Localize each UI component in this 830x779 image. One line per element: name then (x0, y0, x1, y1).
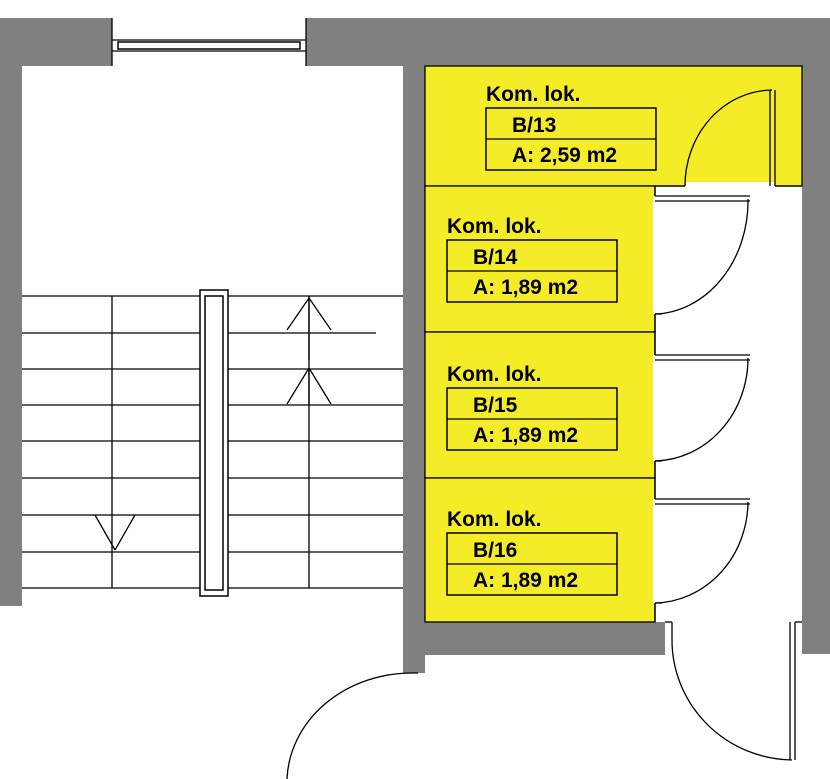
stair-handrail-inner (204, 295, 224, 591)
door-b14 (654, 195, 750, 315)
wall-right (802, 18, 830, 654)
door-b13 (684, 89, 776, 187)
room-b15-area: A: 1,89 m2 (473, 424, 578, 447)
door-stair-exit (286, 672, 418, 779)
room-b15 (424, 331, 656, 479)
room-b16-area: A: 1,89 m2 (473, 569, 578, 592)
arrow-down-icon (94, 514, 116, 551)
wall-bottom-left-stub (403, 650, 425, 673)
room-b14-number: B/14 (473, 246, 518, 269)
room-b16-number: B/16 (473, 539, 517, 562)
arrow-up-icon (308, 297, 332, 331)
room-b14-title: Kom. lok. (447, 215, 542, 238)
door-b16 (654, 498, 750, 604)
wall-corridor-left (403, 18, 425, 673)
wall-bottom-middle (403, 622, 665, 655)
arrow-up-icon (286, 297, 310, 331)
room-labels: Kom. lok. B/13 A: 2,59 m2 Kom. lok. B/14… (446, 83, 657, 596)
wall-top-right (306, 18, 830, 66)
walls (0, 18, 830, 673)
arrow-up-icon (308, 367, 332, 405)
door-corridor-exit (665, 621, 802, 761)
stair-handrail (199, 289, 229, 597)
room-b15-number: B/15 (473, 394, 518, 417)
room-b16 (424, 477, 656, 623)
room-b15-title: Kom. lok. (447, 363, 542, 386)
room-b13 (424, 65, 803, 187)
wall-left (0, 18, 22, 606)
room-b14-area: A: 1,89 m2 (473, 276, 578, 299)
room-b14 (424, 185, 656, 333)
room-b13-number: B/13 (512, 114, 556, 137)
door-b15 (654, 354, 750, 462)
room-b13-area: A: 2,59 m2 (512, 144, 617, 167)
doors (286, 89, 802, 779)
arrow-up-icon (286, 367, 310, 405)
staircase (22, 289, 403, 597)
room-b13-title: Kom. lok. (486, 83, 581, 106)
arrow-down-icon (114, 514, 136, 551)
window (111, 18, 307, 66)
room-b16-title: Kom. lok. (447, 508, 542, 531)
